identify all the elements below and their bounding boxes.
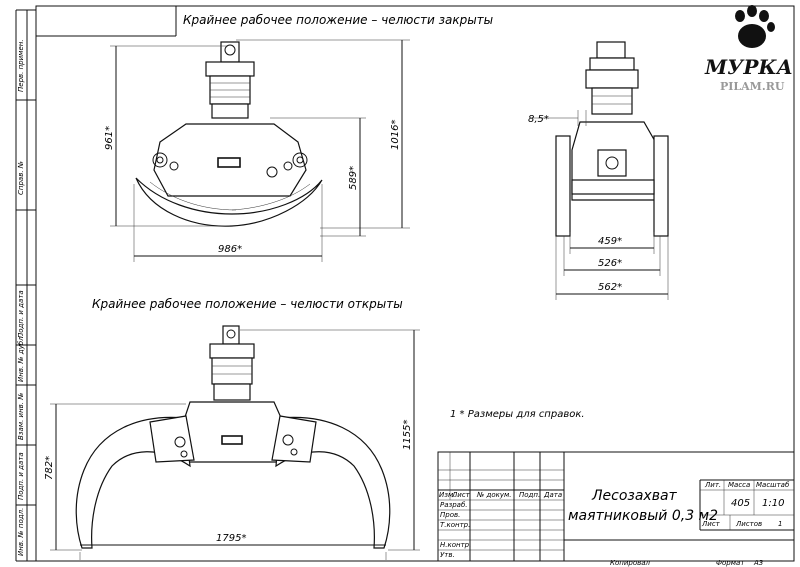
tb-mass-value: 405 [731,498,750,509]
closed-grapple-view: 961* 1016* 589* 986* [104,39,410,262]
tb-role-nkontr: Н.контр. [440,541,471,549]
tb-header-doc: № докум. [476,491,512,499]
title-block: Изм. Лист № докум. Подп. Дата Разраб. Пр… [437,451,795,567]
tb-header-izm: Изм. [439,491,455,499]
tb-role-razrab: Разраб. [440,501,468,509]
open-view-caption: Крайнее рабочее положение – челюсти откр… [92,297,403,311]
tb-lit-label: Лит. [704,481,721,489]
label-inv-dubl: Инв. № дубл. [17,334,25,382]
tb-role-tkontr: Т.контр. [440,521,470,529]
tb-role-prov: Пров. [440,511,460,519]
label-perv-primen: Перв. примен. [17,39,25,92]
watermark-brand: МУРКА [704,55,793,79]
tb-format-label: Формат [716,559,745,567]
tb-role-utv: Утв. [440,551,455,559]
dim-closed-height-total: 961* [104,126,115,150]
label-podp-data-top: Подп. и дата [17,290,25,338]
tb-name-line1: Лесозахват [591,488,678,504]
tb-header-list: Лист [451,491,471,499]
tb-sheets-label: Листов [735,520,762,528]
dim-closed-height-jaw: 589* [348,166,359,190]
dim-side-w1: 459* [598,236,622,247]
tb-scale-label: Масштаб [756,481,790,489]
tb-header-podp: Подп. [519,491,540,499]
tb-sheet-label: Лист [701,520,721,528]
dim-open-width: 1795* [216,533,246,544]
side-strip: Перв. примен. Справ. № Подп. и дата Инв.… [15,9,36,562]
label-podp-data-bottom: Подп. и дата [17,452,25,500]
reference-note: 1 * Размеры для справок. [450,409,585,420]
top-stub [36,6,177,37]
dim-open-height-right: 1155* [402,420,413,450]
tb-format-value: A3 [753,559,763,567]
label-vzam-inv: Взам. инв. № [17,392,25,440]
tb-mass-label: Масса [728,481,750,489]
tb-header-data: Дата [543,491,562,499]
dim-side-w2: 526* [598,258,622,269]
dim-closed-height-right: 1016* [390,120,401,150]
sheet-frame [35,5,795,562]
dim-open-height-left: 782* [44,456,55,480]
tb-scale-value: 1:10 [762,498,784,509]
dim-side-offset: 8,5* [528,114,549,125]
closed-view-caption: Крайнее рабочее положение – челюсти закр… [183,13,493,27]
label-inv-podl: Инв. № подл. [17,508,25,556]
dim-side-w3: 562* [598,282,622,293]
watermark-logo: МУРКА PILAM.RU [704,5,793,93]
open-grapple-view: 782* 1155* 1795* [44,325,420,560]
tb-sheets-value: 1 [778,520,782,528]
dim-closed-width: 986* [218,244,242,255]
side-grapple-view: 8,5* 459* 526* 562* [528,41,669,300]
label-sprav-no: Справ. № [17,161,25,195]
watermark-site: PILAM.RU [720,80,785,93]
tb-copied: Копировал [610,559,651,567]
tb-name-line2: маятниковый 0,3 м2 [568,508,718,524]
